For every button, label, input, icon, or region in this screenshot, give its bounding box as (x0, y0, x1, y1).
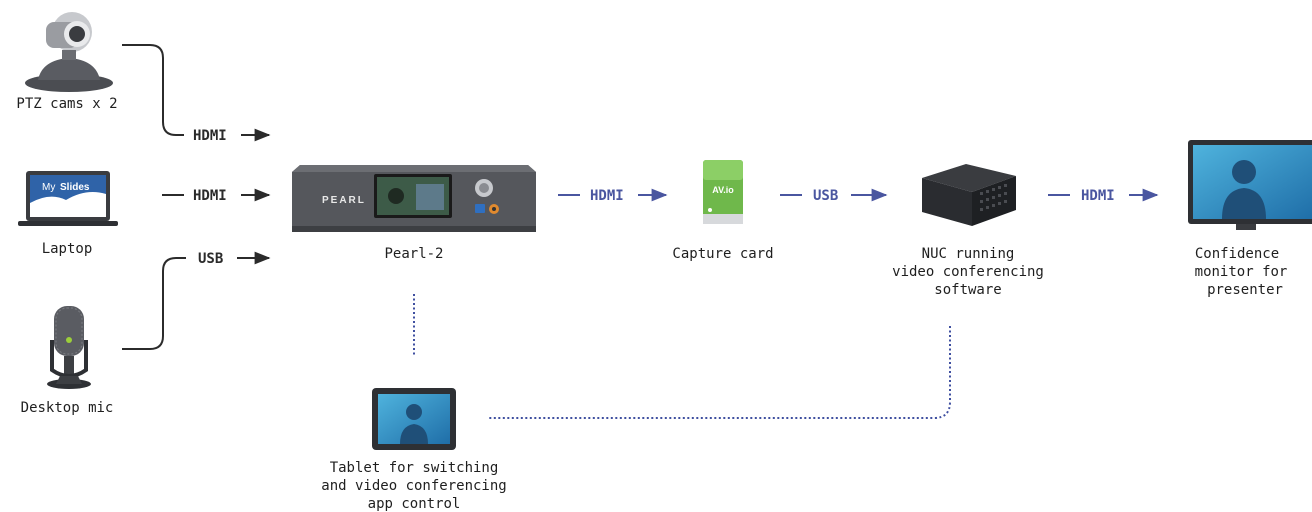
laptop-screen-text-slides: Slides (60, 182, 90, 193)
nuc-label-line-1: NUC running (922, 246, 1015, 262)
capture-card-icon (703, 160, 743, 224)
tablet-label-line-1: Tablet for switching (330, 460, 499, 476)
nuc-monitor-connection-label: HDMI (1081, 188, 1115, 204)
monitor-label-line-2: monitor for (1195, 264, 1288, 280)
microphone-icon (47, 306, 91, 389)
ptz-connection-label: HDMI (193, 128, 227, 144)
capture-label: Capture card (672, 246, 773, 262)
laptop-icon (18, 171, 118, 226)
nuc-computer-icon (922, 164, 1016, 226)
tablet-icon (372, 388, 456, 450)
monitor-label-line-1: Confidence (1195, 246, 1279, 262)
monitor-icon (1188, 140, 1312, 230)
pearl-label: Pearl-2 (384, 246, 443, 262)
ptz-camera-icon (25, 12, 113, 92)
mic-label: Desktop mic (21, 400, 114, 416)
nuc-tablet-control-line (488, 326, 951, 419)
nuc-label-line-2: video conferencing (892, 264, 1044, 280)
laptop-connection-label: HDMI (193, 188, 227, 204)
pearl-capture-connection-label: HDMI (590, 188, 624, 204)
mic-connection-label: USB (198, 251, 223, 267)
ptz-label: PTZ cams x 2 (16, 96, 117, 112)
monitor-label-line-3: presenter (1207, 282, 1283, 298)
mic-connector-line (122, 257, 186, 350)
laptop-screen-text-my: My (42, 182, 55, 193)
nuc-label-line-3: software (934, 282, 1001, 298)
tablet-label-line-2: and video conferencing (321, 478, 506, 494)
pearl-encoder-icon (292, 165, 536, 232)
pearl-brand-text: PEARL (322, 195, 366, 206)
laptop-label: Laptop (42, 241, 93, 257)
capture-brand-text: AV.io (712, 185, 734, 195)
tablet-label-line-3: app control (368, 496, 461, 512)
capture-nuc-connection-label: USB (813, 188, 838, 204)
ptz-connector-line (122, 44, 184, 136)
